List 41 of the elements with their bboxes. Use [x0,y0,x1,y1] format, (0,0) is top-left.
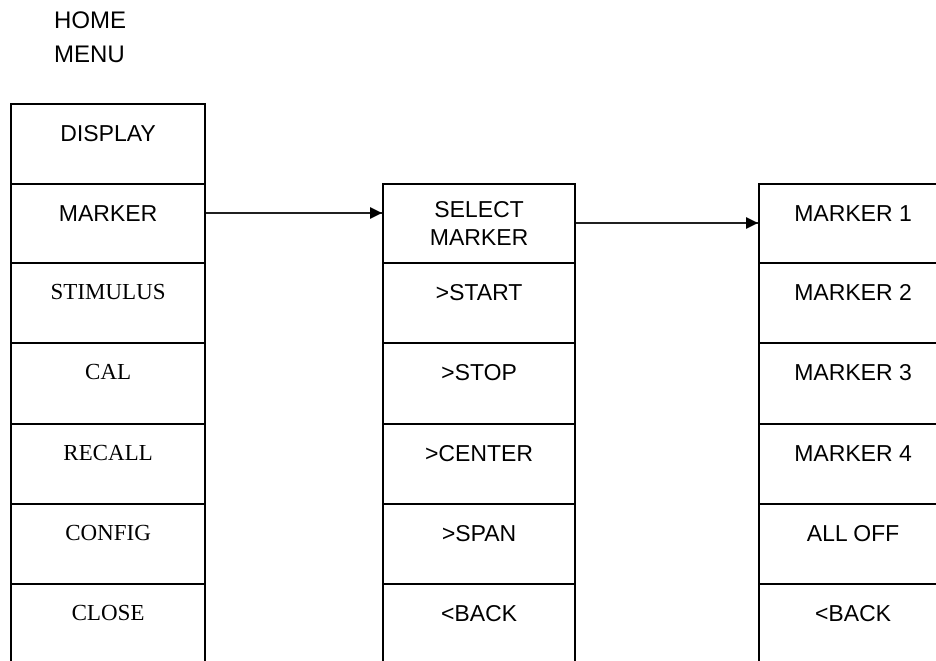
menu-cell [10,503,206,583]
menu-label: MARKER [58,199,158,227]
menu-cell [10,262,206,342]
menu-label: STIMULUS [50,278,166,306]
menu-cell [382,423,576,503]
menu-label: DISPLAY [60,119,156,147]
arrow [206,207,382,219]
menu-cell [382,342,576,423]
menu-cell [758,342,936,423]
menu-cell [758,503,936,583]
menu-label: CLOSE [72,599,144,627]
menu-cell [10,183,206,262]
menu-cell [10,342,206,423]
menu-label: <BACK [440,599,518,627]
menu-label: <BACK [814,599,892,627]
menu-label: MARKER 4 [794,439,912,467]
menu-label: >CENTER [425,439,533,467]
menu-title: HOME MENU [54,6,127,70]
menu-cell [382,262,576,342]
menu-cell [10,103,206,183]
menu-cell [382,183,576,262]
menu-label: >START [436,278,522,306]
menu-label: MARKER 3 [794,358,912,386]
menu-cell [382,583,576,661]
menu-label: CONFIG [65,519,151,547]
menu-label: RECALL [63,439,153,467]
menu-label: MARKER 1 [794,199,912,227]
menu-cell [10,423,206,503]
arrow [576,217,758,229]
menu-cell [758,183,936,262]
menu-cell [758,262,936,342]
menu-label: CAL [85,358,131,386]
menu-label: ALL OFF [806,519,900,547]
menu-label: SELECT MARKER [428,195,530,251]
menu-cell [10,583,206,661]
menu-label: MARKER 2 [794,278,912,306]
menu-label: >SPAN [442,519,516,547]
menu-cell [758,583,936,661]
menu-cell [382,503,576,583]
menu-cell [758,423,936,503]
menu-label: >STOP [441,358,517,386]
